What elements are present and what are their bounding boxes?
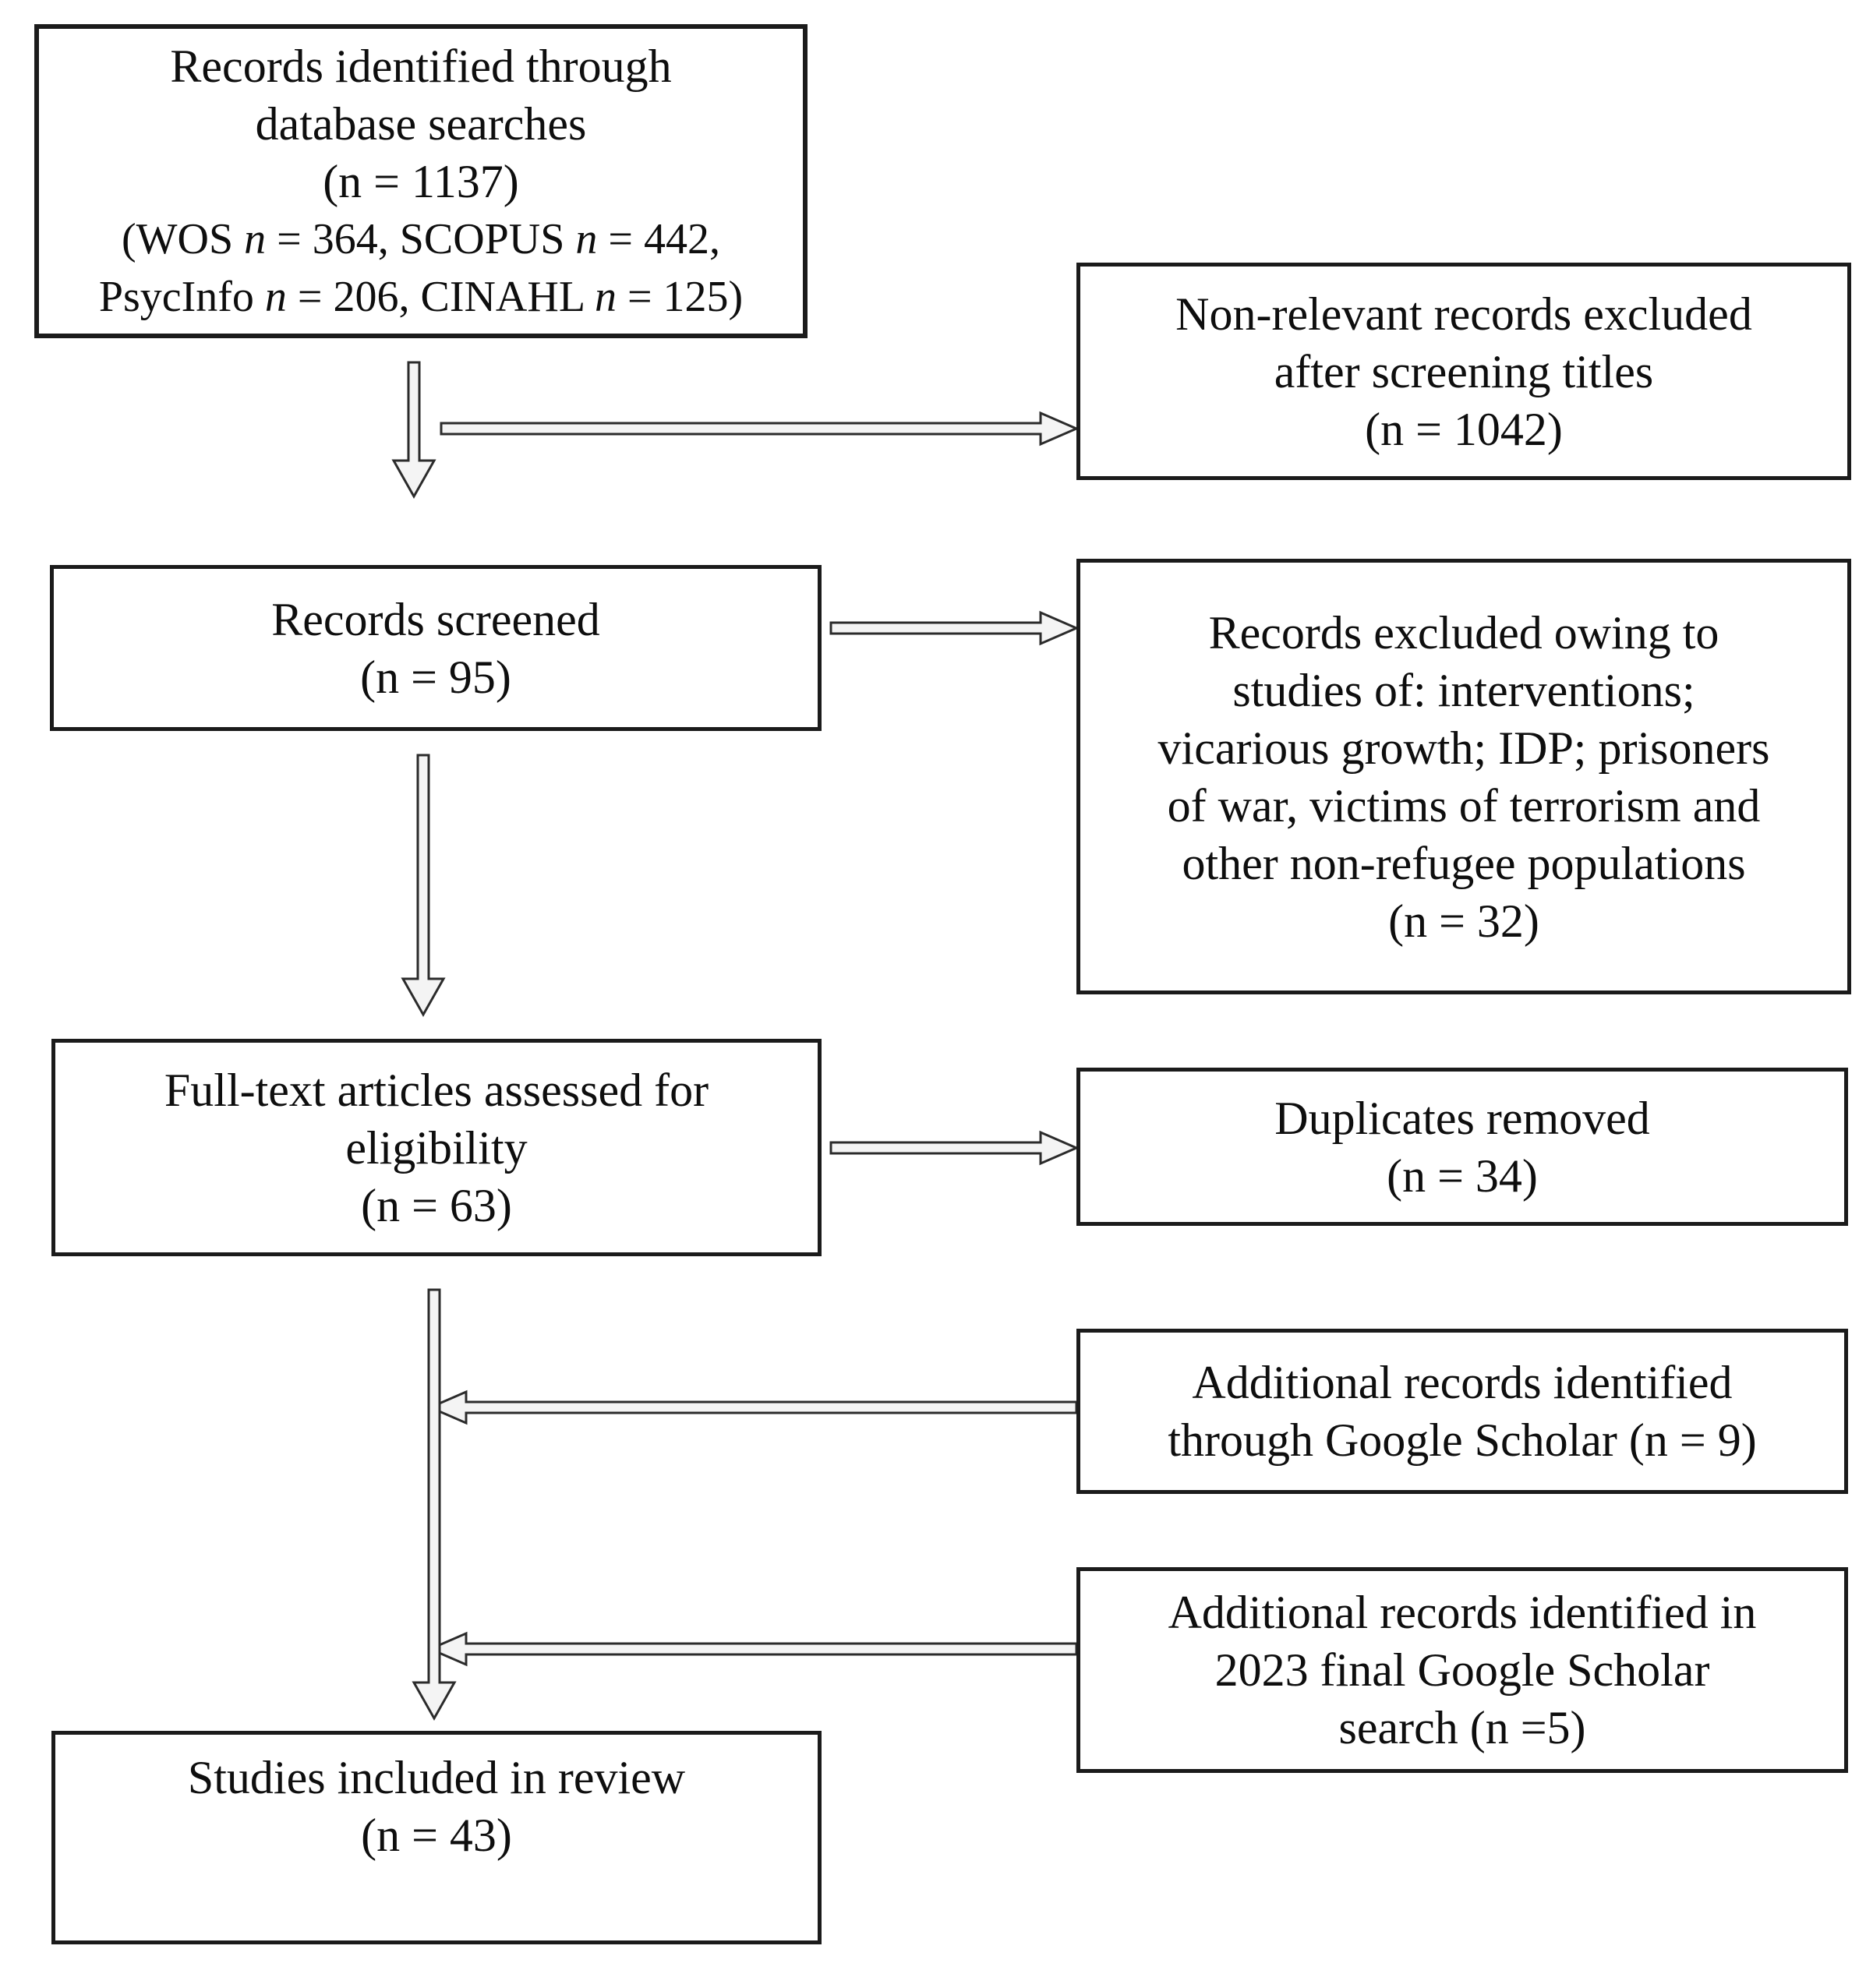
text-line: database searches [255, 97, 587, 150]
text-line: other non-refugee populations [1182, 837, 1746, 889]
text-line: Additional records identified in [1168, 1587, 1757, 1638]
text-line: (n = 43) [361, 1810, 512, 1861]
text-segment-italic-n: n [244, 214, 267, 263]
text-line: Records screened [271, 593, 600, 645]
text-line: PsycInfo n = 206, CINAHL n = 125) [99, 268, 743, 326]
text-line: of war, victims of terrorism and [1167, 779, 1761, 832]
text-line: after screening titles [1274, 345, 1654, 397]
arrow-fulltext-to-included [412, 1288, 457, 1721]
arrow-fulltext-to-duplicates-removed [829, 1130, 1080, 1166]
box-records-excluded-reasons: Records excluded owing to studies of: in… [1076, 559, 1851, 994]
text-line: (n = 1137) [323, 155, 519, 207]
text-line: search (n =5) [1338, 1702, 1586, 1753]
arrow-branch-to-nonrelevant-excluded [440, 411, 1080, 447]
arrow-google-scholar-to-flow [427, 1389, 1078, 1425]
text-line: (n = 95) [360, 651, 511, 703]
text-segment-italic-n: n [594, 272, 617, 321]
arrow-screened-to-fulltext [401, 754, 446, 1018]
text-segment: = 206, CINAHL [286, 272, 595, 321]
text-line: Studies included in review [187, 1752, 686, 1803]
text-segment-italic-n: n [264, 272, 287, 321]
box-records-identified: Records identified through database sear… [34, 24, 808, 338]
arrow-identified-to-screened [391, 361, 436, 500]
text-line: Non-relevant records excluded [1175, 288, 1752, 340]
text-segment: PsycInfo [98, 272, 265, 321]
box-records-screened: Records screened (n = 95) [50, 565, 822, 731]
box-nonrelevant-records-excluded: Non-relevant records excluded after scre… [1076, 263, 1851, 480]
box-fulltext-assessed: Full-text articles assessed for eligibil… [51, 1039, 822, 1256]
box-additional-2023-search: Additional records identified in 2023 fi… [1076, 1567, 1848, 1773]
text-segment: = 364, SCOPUS [266, 214, 576, 263]
text-line: 2023 final Google Scholar [1214, 1644, 1710, 1696]
box-duplicates-removed: Duplicates removed (n = 34) [1076, 1068, 1848, 1226]
text-line: Duplicates removed [1274, 1092, 1650, 1144]
text-segment: = 442, [597, 214, 720, 263]
text-line: studies of: interventions; [1232, 664, 1695, 716]
text-segment: = 125) [616, 272, 744, 321]
box-additional-google-scholar: Additional records identified through Go… [1076, 1329, 1848, 1494]
arrow-2023-search-to-flow [427, 1631, 1078, 1667]
text-line: (n = 1042) [1365, 403, 1563, 455]
text-line: (WOS n = 364, SCOPUS n = 442, [122, 210, 720, 268]
text-line: Records excluded owing to [1208, 606, 1719, 659]
text-line: Full-text articles assessed for [164, 1064, 709, 1116]
text-line: vicarious growth; IDP; prisoners [1157, 722, 1770, 774]
text-segment: (WOS [122, 214, 245, 263]
text-line: Additional records identified [1192, 1357, 1733, 1408]
text-line: (n = 32) [1388, 895, 1539, 947]
arrow-screened-to-excluded-reasons [829, 610, 1080, 646]
text-line: Records identified through [170, 40, 672, 92]
text-line: (n = 34) [1387, 1149, 1538, 1202]
text-line: (n = 63) [361, 1179, 512, 1231]
text-segment-italic-n: n [575, 214, 598, 263]
box-studies-included: Studies included in review (n = 43) [51, 1731, 822, 1944]
text-line: eligibility [345, 1121, 528, 1174]
text-line: through Google Scholar (n = 9) [1168, 1414, 1757, 1466]
